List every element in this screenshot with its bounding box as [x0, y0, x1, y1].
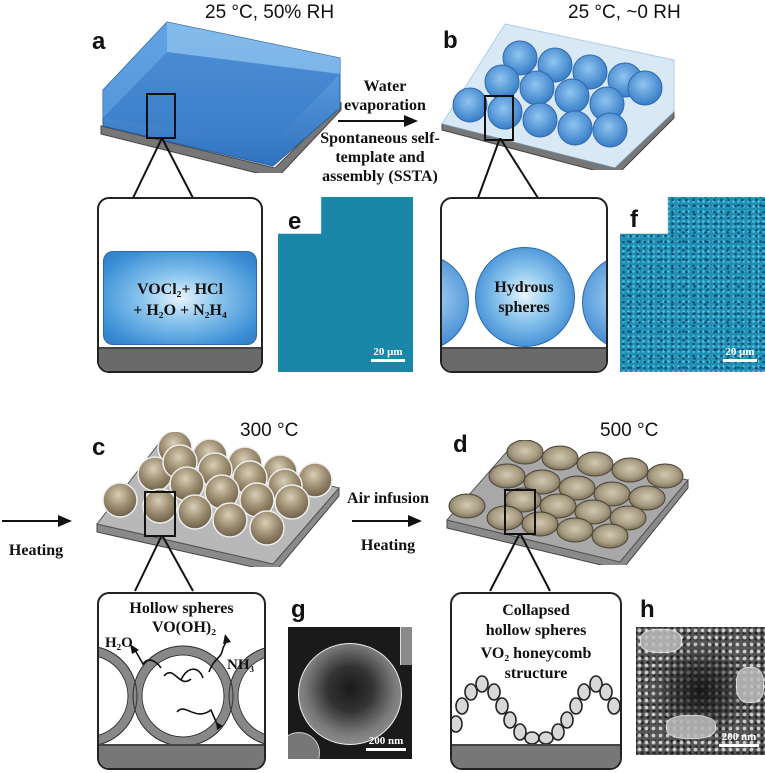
- panel-a-inset-text-line2: + H₂O + N₂H₄: [133, 302, 227, 319]
- panel-d-zoom-lines: [489, 533, 551, 592]
- panel-f-label: f: [630, 206, 638, 233]
- arrow-ab-text-line1: Water: [363, 78, 407, 95]
- arrow-ab-text-line5: assembly (SSTA): [322, 168, 438, 185]
- panel-d-inset-title-line2: hollow spheres: [485, 622, 587, 639]
- arrow-ab-icon: [338, 115, 418, 127]
- panel-d-inset: Collapsed hollow spheres VO₂ honeycomb s…: [450, 592, 622, 770]
- panel-b-inset-text-line2: spheres: [498, 299, 550, 316]
- panel-b-condition: 25 °C, ~0 RH: [568, 2, 681, 23]
- panel-d-condition: 500 °C: [600, 420, 659, 441]
- neighbor-particle-top-right: [400, 627, 412, 665]
- hollow-sphere-sem-particle: [298, 643, 402, 745]
- panel-c-hollow-sphere-array-illustration: [95, 432, 345, 567]
- hydrous-sphere-center: [475, 247, 575, 347]
- panel-b-inset: Hydrous spheres: [440, 197, 608, 373]
- arrow-ab-text-line3: Spontaneous self-: [320, 130, 440, 147]
- hollow-shells-cross-section: [99, 634, 264, 747]
- panel-e-label: e: [288, 208, 302, 235]
- panel-d-inset-title-line1: Collapsed: [502, 602, 570, 619]
- panel-d-label: d: [453, 431, 468, 458]
- sem-bright-aggregate-3: [736, 667, 764, 703]
- panel-d-collapsed-sphere-array-illustration: [445, 440, 695, 565]
- arrow-to-c-label: Heating: [8, 542, 64, 559]
- panel-b-inset-text-line1: Hydrous: [494, 279, 554, 296]
- panel-c-inset-title-line2: VO(OH)₂: [151, 619, 217, 636]
- panel-c-zoom-lines: [134, 535, 194, 592]
- panel-c-nh3-label: NH₃: [227, 657, 254, 673]
- panel-a-label: a: [92, 28, 106, 55]
- panel-a-inset: VOCl₂+ HCl + H₂O + N₂H₄: [97, 197, 263, 373]
- arrow-cd-text-below: Heating: [360, 537, 416, 554]
- sem-bright-aggregate-1: [640, 629, 682, 653]
- neighbor-particle-bottom-left: [288, 732, 320, 759]
- panel-a-substrate: [99, 347, 261, 371]
- panel-a-zoom-lines: [132, 138, 194, 199]
- panel-c-condition: 300 °C: [240, 420, 299, 441]
- panel-a-inset-text-line1: VOCl₂+ HCl: [136, 281, 224, 298]
- panel-c-inset-title-line1: Hollow spheres: [129, 600, 234, 617]
- panel-g-sem-image: 200 nm: [288, 627, 412, 759]
- panel-c-h2o-label: H₂O: [105, 635, 133, 651]
- arrow-ab-text-line2: evaporation: [344, 97, 426, 114]
- panel-b-sphere-array-illustration: [440, 20, 680, 170]
- panel-b-label: b: [443, 27, 458, 54]
- panel-e-optical-image: 20 μm: [278, 197, 413, 372]
- panel-d-inset-title-line3: VO₂ honeycomb: [480, 645, 592, 662]
- panel-b-substrate: [442, 347, 606, 371]
- panel-a-condition: 25 °C, 50% RH: [205, 2, 335, 23]
- panel-d-substrate: [452, 744, 620, 768]
- panel-g-label: g: [291, 596, 306, 623]
- precursor-solution-blob: [103, 251, 257, 345]
- panel-b-zoom-lines: [477, 138, 539, 199]
- arrow-cd-text-above: Air infusion: [347, 490, 429, 507]
- panel-c-label: c: [92, 434, 106, 461]
- vo2-honeycomb-chain: [452, 675, 620, 745]
- arrow-cd-icon: [352, 515, 422, 527]
- panel-c-substrate: [99, 744, 264, 768]
- panel-f-scale-bar: 20 μm: [723, 346, 757, 362]
- panel-h-sem-image: 200 nm: [636, 627, 765, 755]
- panel-h-scale-bar: 200 nm: [719, 731, 759, 747]
- arrow-ab-text-line4: template and: [335, 149, 425, 166]
- panel-h-label: h: [640, 596, 655, 623]
- panel-g-scale-bar: 200 nm: [366, 735, 406, 751]
- panel-c-inset: Hollow spheres VO(OH)₂ H₂O NH₃: [97, 592, 266, 770]
- sem-bright-aggregate-2: [666, 715, 716, 739]
- panel-d-inset-title-line4: structure: [504, 665, 568, 682]
- panel-f-optical-image: 20 μm: [620, 197, 765, 372]
- panel-e-scale-bar: 20 μm: [371, 346, 405, 362]
- arrow-to-c-icon: [2, 515, 72, 527]
